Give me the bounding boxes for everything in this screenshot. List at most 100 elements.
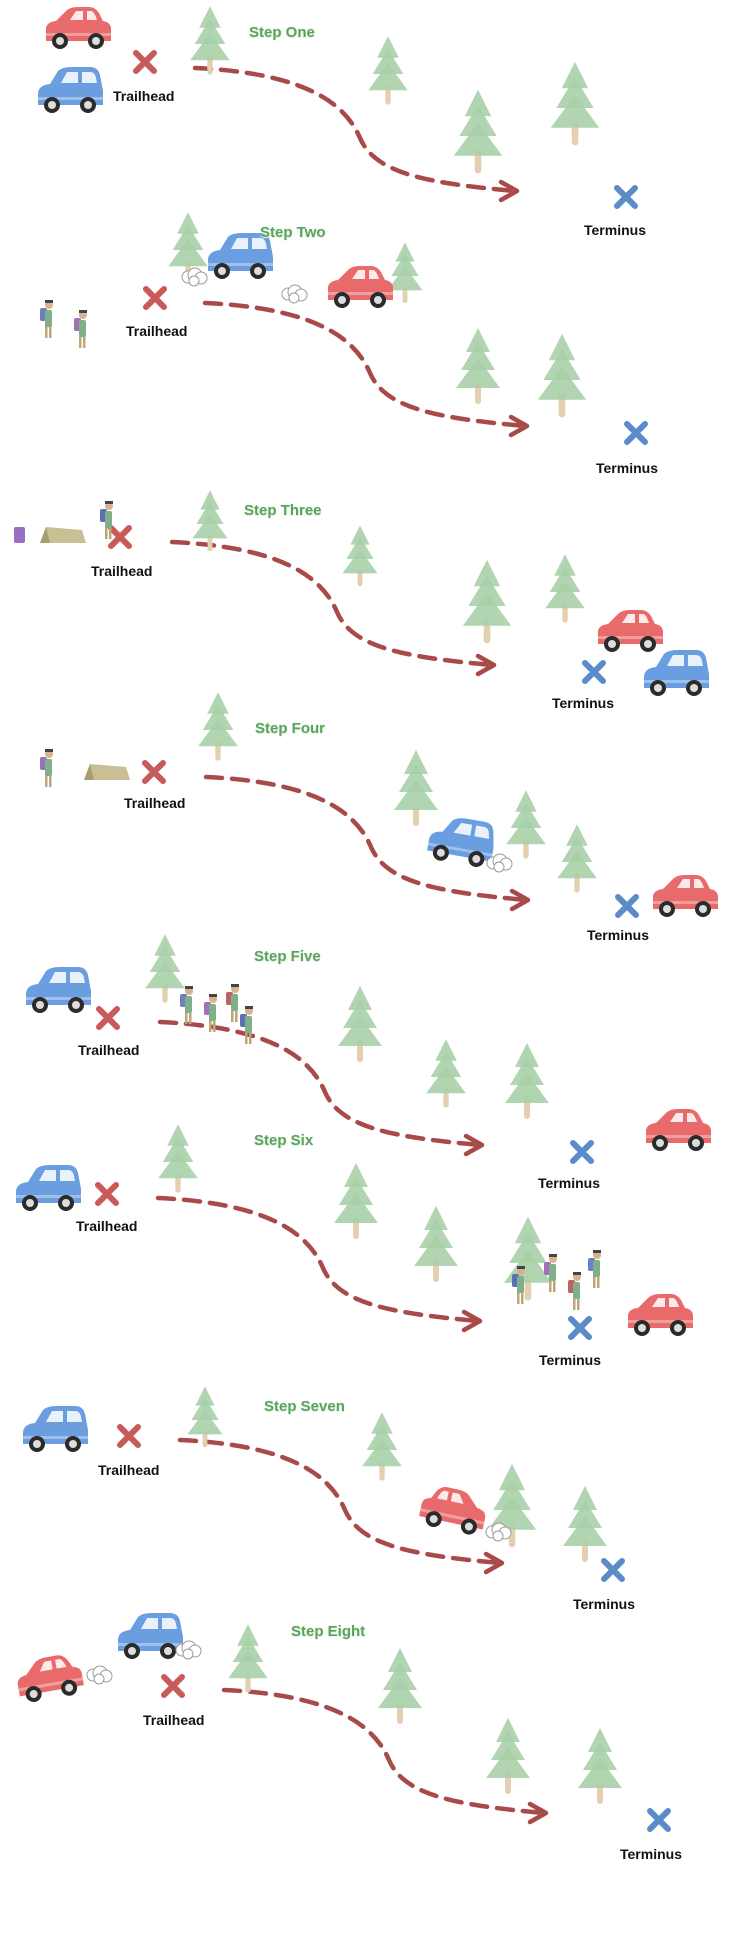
tree-icon	[362, 1412, 402, 1481]
tree-icon	[168, 212, 208, 281]
trail-arrowhead	[509, 888, 531, 912]
tree-icon	[487, 1463, 537, 1548]
trail-path	[177, 1437, 503, 1566]
terminus-label: Terminus	[552, 695, 614, 711]
gear-bag-icon	[14, 527, 25, 543]
tent-icon	[40, 527, 86, 543]
red-car-icon	[628, 1294, 693, 1336]
exhaust-puff-icon	[485, 1522, 512, 1542]
trailhead-marker	[95, 1182, 119, 1206]
exhaust-puff-icon	[181, 267, 208, 287]
terminus-label: Terminus	[596, 460, 658, 476]
trailhead-marker	[96, 1006, 120, 1030]
trailhead-label: Trailhead	[143, 1712, 205, 1728]
blue-car-icon	[26, 967, 91, 1013]
trailhead-label: Trailhead	[124, 795, 186, 811]
step-title: Step Five	[254, 948, 321, 965]
terminus-marker	[615, 894, 639, 918]
trailhead-marker	[117, 1424, 141, 1448]
tree-icon	[505, 1043, 549, 1119]
tree-icon	[187, 1386, 223, 1448]
hiker-icon	[512, 1266, 525, 1304]
trail-path	[221, 1687, 547, 1816]
hiker-icon	[544, 1254, 557, 1292]
tree-icon	[550, 61, 600, 146]
tree-icon	[342, 525, 378, 587]
red-car-icon	[328, 266, 393, 308]
trail-arrowhead	[461, 1309, 483, 1333]
trailhead-marker	[133, 50, 157, 74]
terminus-marker	[647, 1808, 671, 1832]
terminus-marker	[601, 1558, 625, 1582]
hiker-icon	[588, 1250, 601, 1288]
trail-arrowhead	[475, 653, 497, 677]
tree-icon	[578, 1728, 622, 1804]
blue-car-icon	[16, 1165, 81, 1211]
step-title: Step Eight	[291, 1623, 366, 1640]
tree-icon	[368, 36, 408, 105]
terminus-marker	[570, 1140, 594, 1164]
red-car-icon	[46, 7, 111, 49]
blue-car-icon	[644, 650, 709, 696]
blue-car-icon	[427, 818, 494, 868]
hiker-icon	[568, 1272, 581, 1310]
trailhead-marker	[142, 760, 166, 784]
exhaust-puff-icon	[281, 284, 308, 304]
hiker-icon	[204, 994, 217, 1032]
red-car-icon	[598, 610, 663, 652]
step-title: Step Four	[255, 720, 325, 737]
blue-car-icon	[38, 67, 103, 113]
tree-icon	[537, 333, 587, 418]
terminus-marker	[624, 421, 648, 445]
trailhead-label: Trailhead	[113, 88, 175, 104]
tree-icon	[414, 1206, 458, 1282]
tree-icon	[387, 242, 423, 304]
step-title: Step Three	[244, 502, 322, 519]
trail-arrowhead	[483, 1551, 505, 1575]
tree-icon	[228, 1624, 268, 1693]
terminus-marker	[614, 185, 638, 209]
blue-car-icon	[23, 1406, 88, 1452]
trail-path	[157, 1019, 483, 1148]
tree-icon	[145, 934, 185, 1003]
terminus-label: Terminus	[587, 927, 649, 943]
trail-arrowhead	[527, 1801, 549, 1825]
red-car-icon	[646, 1109, 711, 1151]
exhaust-puff-icon	[486, 853, 513, 873]
trailhead-label: Trailhead	[91, 563, 153, 579]
blue-car-icon	[208, 233, 273, 279]
tree-icon	[462, 559, 512, 644]
terminus-label: Terminus	[538, 1175, 600, 1191]
tree-icon	[557, 824, 597, 893]
exhaust-puff-icon	[86, 1665, 113, 1685]
trailhead-marker	[161, 1674, 185, 1698]
exhaust-puff-icon	[175, 1640, 202, 1660]
hiker-icon	[180, 986, 193, 1024]
hiker-icon	[100, 501, 113, 539]
terminus-label: Terminus	[584, 222, 646, 238]
step-title: Step Seven	[264, 1398, 345, 1415]
hiker-icon	[40, 300, 53, 338]
trail-arrowhead	[463, 1133, 485, 1157]
terminus-marker	[582, 660, 606, 684]
tent-icon	[84, 764, 130, 780]
red-car-icon	[653, 875, 718, 917]
step-title: Step Two	[260, 224, 326, 241]
tree-icon	[426, 1039, 466, 1108]
red-car-icon	[17, 1655, 84, 1703]
tree-icon	[453, 89, 503, 174]
trail-path	[169, 539, 495, 668]
tree-icon	[506, 790, 546, 859]
terminus-label: Terminus	[539, 1352, 601, 1368]
tree-icon	[456, 328, 500, 404]
trailhead-label: Trailhead	[126, 323, 188, 339]
trail-arrowhead	[508, 414, 530, 438]
trail-path	[202, 300, 528, 429]
red-car-icon	[419, 1487, 486, 1535]
trail-path	[203, 774, 529, 903]
trail-path	[192, 65, 518, 194]
tree-icon	[394, 750, 438, 826]
tree-icon	[486, 1718, 530, 1794]
